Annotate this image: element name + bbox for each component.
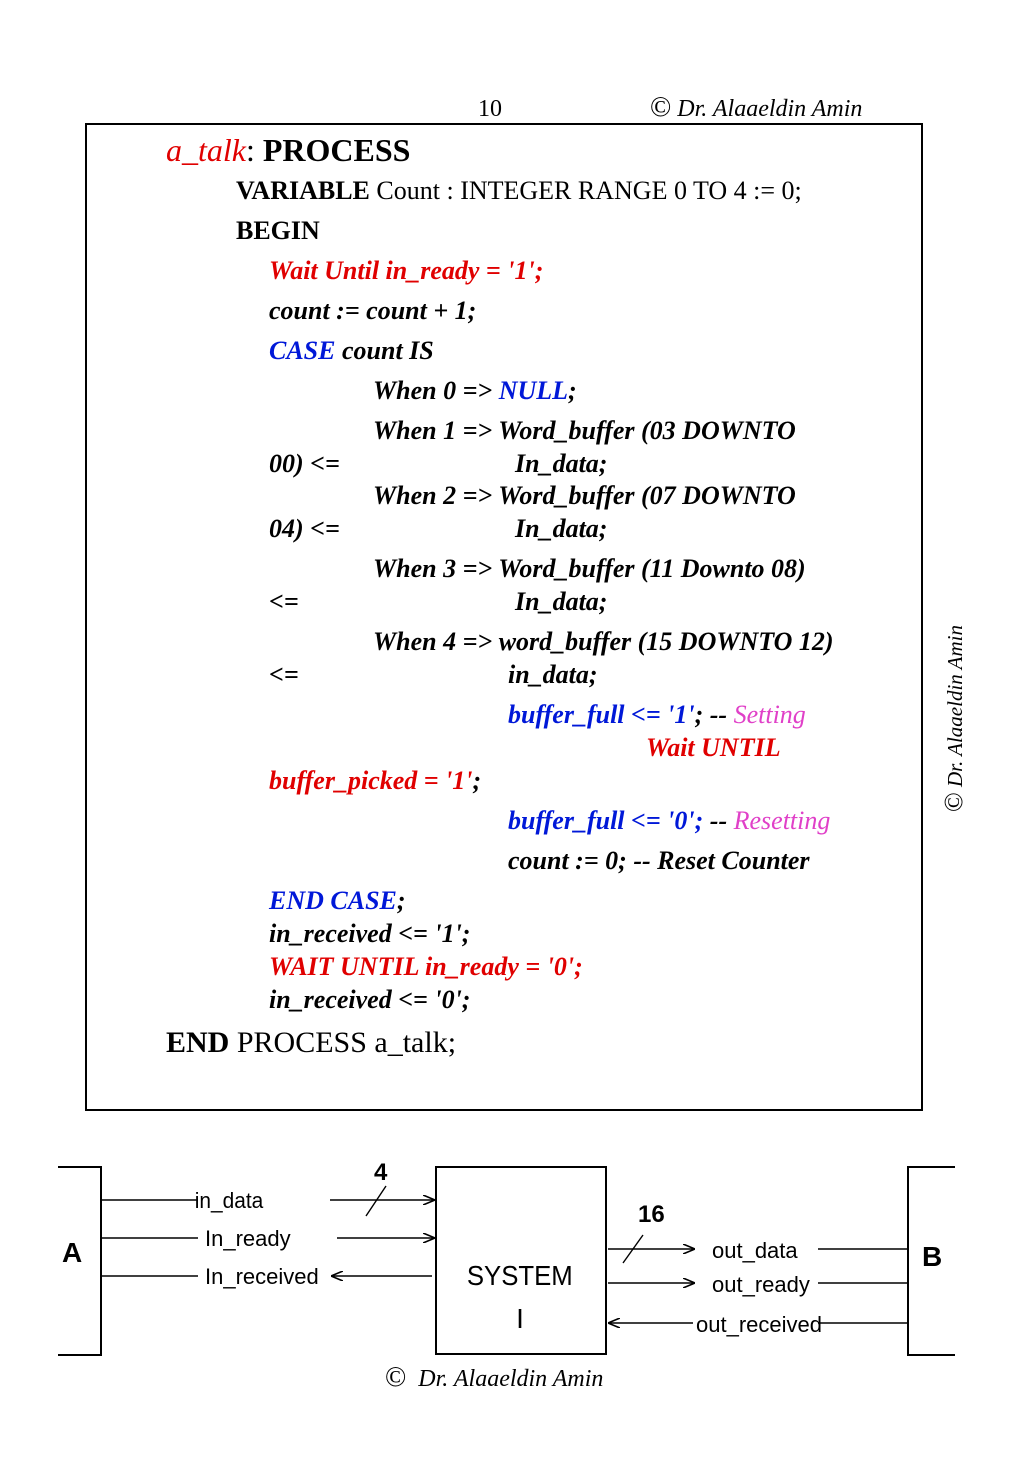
end-case-semi: ;: [396, 886, 406, 915]
end-process-line: END PROCESS a_talk;: [166, 1026, 456, 1060]
copyright-symbol: ©: [650, 92, 672, 123]
process-keyword: PROCESS: [262, 132, 411, 168]
count-reset: count := 0; -- Reset Counter: [508, 846, 810, 875]
when-2-value: In_data;: [515, 514, 608, 543]
system-number: I: [516, 1303, 524, 1334]
end-case-line: END CASE;: [269, 886, 406, 916]
buffer-full-reset-line: buffer_full <= '0'; -- Resetting: [508, 806, 830, 836]
wait-until-keyword: Wait UNTIL: [646, 733, 781, 762]
out-data-label: out_data: [712, 1238, 798, 1263]
when-4-assign: <=: [269, 660, 299, 689]
when-4-value: in_data;: [508, 660, 598, 689]
footer-author-name: Dr. Alaaeldin Amin: [418, 1366, 604, 1392]
buffer-full-set-line: buffer_full <= '1'; -- Setting: [508, 700, 806, 730]
in-received-1: in_received <= '1';: [269, 919, 471, 948]
resetting-comment: Resetting: [733, 806, 831, 835]
when-1-value: In_data;: [515, 449, 608, 478]
case-rest: count IS: [335, 336, 434, 365]
when-1-line: When 1 => Word_buffer (03 DOWNTO: [373, 416, 796, 445]
setting-comment: Setting: [733, 700, 806, 729]
in-data-label: in_data: [195, 1189, 264, 1214]
block-b-label: B: [922, 1241, 942, 1272]
in-data-signal: in_data 4: [101, 1159, 434, 1217]
out-width-label: 16: [638, 1201, 665, 1228]
variable-decl: VARIABLE Count : INTEGER RANGE 0 TO 4 :=…: [236, 176, 802, 206]
in-ready-label: In_ready: [205, 1226, 291, 1251]
in-received-signal: In_received: [101, 1264, 432, 1289]
when-0-text: When 0 =>: [373, 376, 499, 405]
process-header: a_talk: PROCESS: [166, 132, 410, 168]
when-3-line: When 3 => Word_buffer (11 Downto 08): [373, 554, 806, 583]
null-keyword: NULL: [498, 376, 569, 405]
wait-in-ready-0: WAIT UNTIL in_ready = '0';: [269, 952, 583, 981]
when-2-assign: 04) <=: [269, 514, 340, 543]
when-3-value: In_data;: [515, 587, 608, 616]
out-ready-label: out_ready: [712, 1272, 810, 1297]
in-received-label: In_received: [205, 1264, 319, 1289]
variable-rest: Count : INTEGER RANGE 0 TO 4 := 0;: [369, 176, 802, 205]
when-2-line: When 2 => Word_buffer (07 DOWNTO: [373, 481, 796, 510]
wait-in-ready-1: Wait Until in_ready = '1';: [269, 256, 544, 285]
author-name: Dr. Alaaeldin Amin: [677, 96, 863, 122]
footer-copyright-symbol: ©: [385, 1362, 407, 1393]
in-received-0: in_received <= '0';: [269, 985, 471, 1014]
when-3-assign: <=: [269, 587, 299, 616]
side-author-name: Dr. Alaaeldin Amin: [943, 625, 967, 787]
system-label: SYSTEM: [467, 1260, 573, 1291]
buffer-picked-cond: buffer_picked = '1': [269, 766, 473, 795]
colon: :: [245, 132, 263, 168]
buffer-full-set: buffer_full <= '1': [508, 700, 695, 729]
case-line: CASE count IS: [269, 336, 434, 366]
case-keyword: CASE: [269, 336, 336, 365]
buffer-picked-line: buffer_picked = '1';: [269, 766, 481, 796]
system-diagram: A B SYSTEM I in_data 4 In_ready In_recei…: [58, 1159, 955, 1356]
block-a: A: [58, 1166, 102, 1356]
process-label: a_talk: [166, 132, 246, 168]
when-1-assign: 00) <=: [269, 449, 340, 478]
footer-credit: © Dr. Alaaeldin Amin: [385, 1362, 603, 1394]
buffer-full-reset: buffer_full <= '0';: [508, 806, 704, 835]
out-ready-signal: out_ready: [608, 1272, 908, 1297]
variable-keyword: VARIABLE: [236, 176, 370, 205]
when-4-line: When 4 => word_buffer (15 DOWNTO 12): [373, 627, 834, 656]
block-b: B: [907, 1166, 955, 1356]
page-number: 10: [478, 96, 502, 122]
in-ready-signal: In_ready: [101, 1226, 434, 1251]
system-box: SYSTEM I: [435, 1166, 607, 1355]
end-case-keyword: END CASE: [269, 886, 397, 915]
buffer-full-set-sep: ; --: [694, 700, 734, 729]
side-credit: © Dr. Alaaeldin Amin: [939, 625, 969, 812]
end-keyword: END: [166, 1026, 230, 1059]
in-width-label: 4: [374, 1159, 388, 1186]
when-0-semicolon: ;: [568, 376, 577, 405]
out-received-signal: out_received: [609, 1312, 908, 1337]
out-received-label: out_received: [696, 1312, 822, 1337]
header-credit: © Dr. Alaaeldin Amin: [650, 92, 862, 124]
side-copyright-symbol: ©: [939, 792, 968, 812]
block-a-label: A: [62, 1237, 82, 1268]
buffer-full-reset-sep: --: [703, 806, 734, 835]
end-process-rest: PROCESS a_talk;: [229, 1026, 457, 1059]
when-0-line: When 0 => NULL;: [373, 376, 577, 406]
code-frame: [85, 123, 923, 1111]
count-increment: count := count + 1;: [269, 296, 477, 325]
begin-keyword: BEGIN: [236, 216, 320, 245]
buffer-picked-semi: ;: [472, 766, 482, 795]
out-data-signal: 16 out_data: [608, 1201, 908, 1264]
